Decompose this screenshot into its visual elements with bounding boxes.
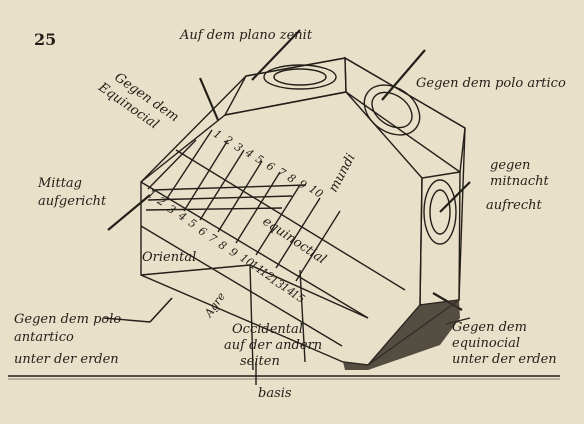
noon-gnomon	[107, 194, 151, 231]
midnight-gnomon	[439, 181, 471, 213]
pole-gnomon	[381, 49, 426, 101]
label-occidental-3: seiten	[240, 354, 280, 369]
label-mittag-1: Mittag	[38, 176, 82, 191]
page-number: 25	[34, 30, 57, 49]
pole-dial	[363, 84, 421, 136]
midnight-face	[419, 171, 461, 306]
label-occidental-1: Occidental	[232, 322, 303, 337]
label-oriental: Oriental	[142, 250, 197, 265]
label-polo-antartico-3: unter der erden	[14, 352, 119, 367]
cast-shadow	[343, 300, 460, 370]
label-equinocial-under-1: Gegen dem	[452, 320, 527, 335]
label-mitnacht-1: gegen	[490, 158, 531, 173]
antarctic-gnomon	[149, 297, 173, 323]
label-mittag-2: aufgericht	[38, 194, 107, 209]
label-equinocial-under-3: unter der erden	[452, 352, 557, 367]
label-mitnacht-2: mitnacht	[490, 174, 549, 189]
zenith-dial	[263, 64, 337, 90]
label-polo-antartico-1: Gegen dem polo	[14, 312, 122, 327]
label-polo-antartico-2: antartico	[14, 330, 74, 345]
zenith-gnomon	[251, 29, 301, 81]
label-equinocial-under-2: equinocial	[452, 336, 521, 351]
midnight-dial	[423, 179, 457, 245]
label-zenith: Auf dem plano zenit	[180, 28, 313, 43]
equinoctial-gnomon	[198, 77, 220, 121]
label-occidental-2: auf der andern	[224, 338, 323, 353]
label-basis: basis	[258, 386, 292, 401]
label-mitnacht-3: aufrecht	[486, 198, 542, 213]
label-polo-arctico: Gegen dem polo artico	[416, 76, 566, 91]
